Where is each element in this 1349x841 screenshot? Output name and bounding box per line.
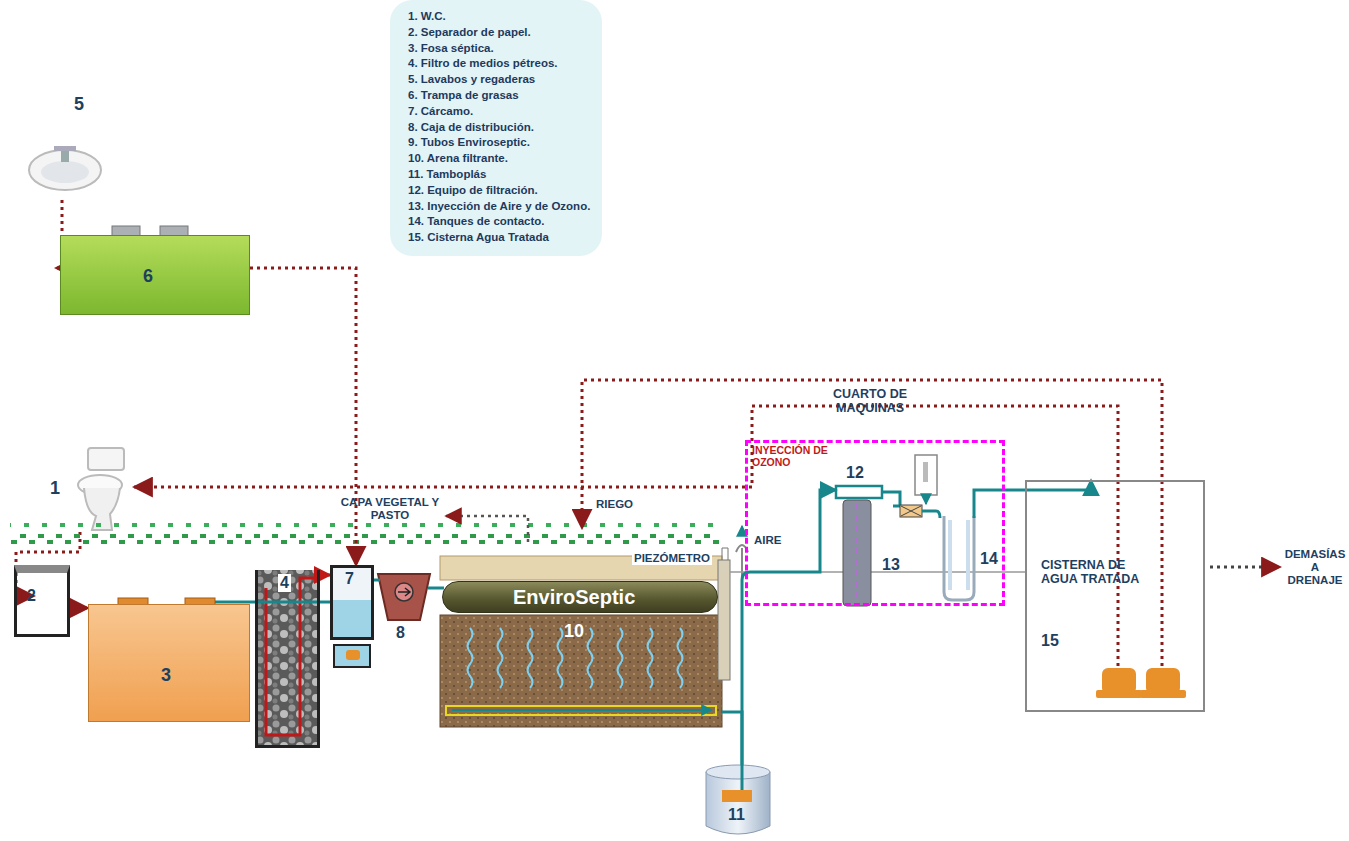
- note-label: RIEGO: [596, 498, 633, 511]
- note-label: CAPA VEGETAL Y PASTO: [338, 496, 442, 522]
- legend-item: 3. Fosa séptica.: [408, 42, 494, 55]
- note-label: PIEZÓMETRO: [632, 552, 712, 565]
- node-label: CUARTO DE MAQUINAS: [820, 387, 920, 416]
- legend-item: 7. Cárcamo.: [408, 105, 473, 118]
- note-label: DEMASÍAS A DRENAJE: [1284, 548, 1346, 588]
- callout-number: 8: [396, 624, 405, 642]
- node-label: 7: [345, 570, 354, 588]
- legend-item: 6. Trampa de grasas: [408, 89, 519, 102]
- septic-tank-box: 3: [88, 604, 250, 722]
- legend-panel: 1. W.C. 2. Separador de papel. 3. Fosa sép…: [390, 0, 602, 256]
- node-label: 2: [27, 587, 36, 605]
- callout-number: 14: [980, 550, 998, 568]
- legend-item: 2. Separador de papel.: [408, 26, 531, 39]
- note-label: AIRE: [752, 534, 783, 547]
- paper-separator-box: 2: [14, 565, 70, 637]
- legend-item: 10. Arena filtrante.: [408, 152, 508, 165]
- filter-sand-bed: 10: [440, 615, 722, 727]
- sump-box: 7: [330, 565, 374, 640]
- node-label: CISTERNA DE AGUA TRATADA: [1041, 558, 1151, 587]
- legend-item: 8. Caja de distribución.: [408, 121, 534, 134]
- legend-item: 14. Tanques de contacto.: [408, 215, 545, 228]
- legend-item: 11. Tamboplás: [408, 168, 486, 181]
- node-label: 15: [1041, 632, 1059, 650]
- note-label: INYECCIÓN DE OZONO: [752, 444, 834, 468]
- callout-number: 13: [882, 556, 900, 574]
- legend-item: 9. Tubos Enviroseptic.: [408, 136, 530, 149]
- pipe-connector: [250, 268, 356, 565]
- enviroseptic-pipe: EnviroSeptic: [442, 581, 718, 613]
- grease-trap-box: 6: [60, 235, 250, 315]
- callout-number: 1: [50, 478, 60, 499]
- legend-item: 13. Inyección de Aire y de Ozono.: [408, 200, 590, 213]
- legend-item: 15. Cisterna Agua Tratada: [408, 231, 549, 244]
- node-label: 3: [161, 665, 171, 686]
- node-label: 6: [143, 266, 153, 287]
- legend-item: 5. Lavabos y regaderas: [408, 73, 535, 86]
- legend-item: 1. W.C.: [408, 10, 446, 23]
- legend-item: 12. Equipo de filtración.: [408, 184, 538, 197]
- node-label: 4: [278, 574, 291, 592]
- legend-item: 4. Filtro de medios pétreos.: [408, 57, 558, 70]
- stone-filter-box: 4: [255, 570, 320, 748]
- node-label: EnviroSeptic: [513, 586, 635, 609]
- pipe-connector: [70, 607, 88, 610]
- treated-water-cistern: CISTERNA DE AGUA TRATADA 15: [1025, 480, 1205, 712]
- callout-number: 5: [74, 94, 84, 115]
- node-label: 10: [564, 621, 584, 642]
- callout-number: 11: [728, 806, 745, 824]
- callout-number: 12: [846, 464, 864, 482]
